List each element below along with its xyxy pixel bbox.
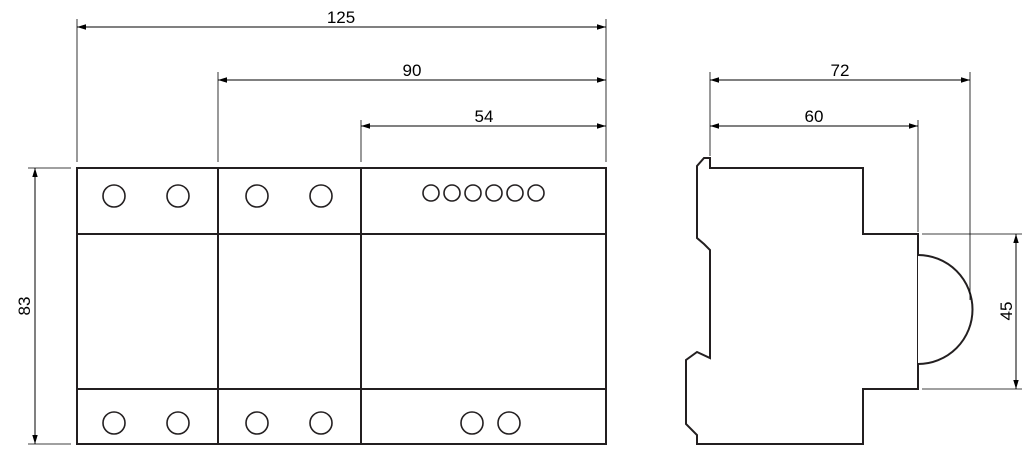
dimension-label-dome-height: 45 bbox=[997, 302, 1016, 321]
indicator-led bbox=[422, 184, 440, 202]
terminal-hole bbox=[166, 411, 190, 435]
dimension-label-body-depth: 60 bbox=[805, 107, 824, 126]
indicator-led bbox=[443, 184, 461, 202]
terminal-hole bbox=[245, 411, 269, 435]
dimension-label-total-width: 125 bbox=[327, 8, 355, 27]
indicator-led bbox=[485, 184, 503, 202]
dimension-label-right-width: 54 bbox=[475, 107, 494, 126]
indicator-led bbox=[464, 184, 482, 202]
front-extension-lines bbox=[28, 19, 607, 445]
terminal-hole bbox=[497, 411, 521, 435]
side-dome bbox=[917, 254, 974, 365]
side-extension-lines bbox=[709, 72, 1022, 390]
terminal-hole bbox=[102, 184, 126, 208]
indicator-led bbox=[527, 184, 545, 202]
terminal-hole bbox=[460, 411, 484, 435]
dimension-label-height: 83 bbox=[15, 297, 34, 316]
indicator-led bbox=[506, 184, 524, 202]
dimension-label-middle-width: 90 bbox=[403, 61, 422, 80]
side-view bbox=[685, 157, 974, 445]
dimension-label-total-depth: 72 bbox=[831, 61, 850, 80]
front-body-outline bbox=[76, 167, 607, 445]
terminal-hole bbox=[309, 184, 333, 208]
side-body-outline bbox=[685, 157, 919, 445]
front-view bbox=[76, 167, 607, 445]
terminal-hole bbox=[102, 411, 126, 435]
terminal-hole bbox=[245, 184, 269, 208]
terminal-hole bbox=[309, 411, 333, 435]
terminal-hole bbox=[166, 184, 190, 208]
